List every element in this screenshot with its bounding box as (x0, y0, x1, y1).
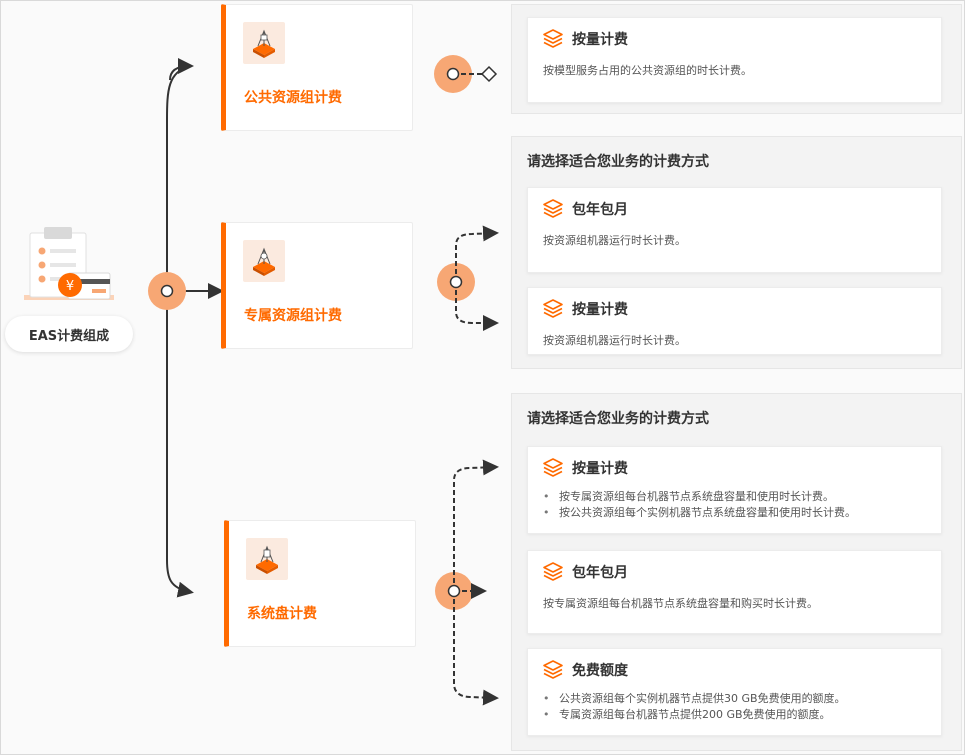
layers-icon (543, 199, 563, 218)
bullet-item: 按专属资源组每台机器节点系统盘容量和使用时长计费。 (543, 489, 856, 505)
arrow-top (169, 58, 194, 81)
options-panel-public: 按量计费 按模型服务占用的公共资源组的时长计费。 (511, 4, 962, 114)
billing-clipboard-icon: ¥ (22, 225, 117, 305)
option-card[interactable]: 免费额度 公共资源组每个实例机器节点提供30 GB免费使用的额度。 专属资源组每… (527, 648, 942, 736)
category-title: 系统盘计费 (247, 606, 317, 622)
category-card-dedicated[interactable]: 专属资源组计费 (221, 222, 413, 349)
resource-box-icon (246, 538, 288, 580)
option-title: 包年包月 (572, 202, 628, 218)
category-card-public[interactable]: 公共资源组计费 (221, 4, 413, 131)
option-bullets: 按专属资源组每台机器节点系统盘容量和使用时长计费。 按公共资源组每个实例机器节点… (543, 489, 856, 521)
layers-icon (543, 458, 563, 477)
options-panel-dedicated: 请选择适合您业务的计费方式 包年包月 按资源组机器运行时长计费。 按量计费 按资… (511, 136, 962, 369)
option-title: 按量计费 (572, 32, 628, 48)
category-title: 专属资源组计费 (244, 308, 342, 324)
resource-box-icon (243, 240, 285, 282)
svg-text:¥: ¥ (66, 279, 74, 294)
option-title: 按量计费 (572, 302, 628, 318)
bullet-item: 专属资源组每台机器节点提供200 GB免费使用的额度。 (543, 707, 846, 723)
category-title: 公共资源组计费 (244, 90, 342, 106)
trunk-line (166, 65, 194, 598)
option-desc: 按模型服务占用的公共资源组的时长计费。 (543, 64, 752, 77)
layers-icon (543, 29, 563, 48)
option-desc: 按资源组机器运行时长计费。 (543, 234, 686, 247)
panel-header: 请选择适合您业务的计费方式 (527, 411, 709, 427)
option-bullets: 公共资源组每个实例机器节点提供30 GB免费使用的额度。 专属资源组每台机器节点… (543, 691, 846, 723)
layers-icon (543, 299, 563, 318)
layers-icon (543, 660, 563, 679)
options-panel-disk: 请选择适合您业务的计费方式 按量计费 按专属资源组每台机器节点系统盘容量和使用时… (511, 393, 962, 751)
diamond-end (480, 65, 498, 83)
option-card[interactable]: 按量计费 按专属资源组每台机器节点系统盘容量和使用时长计费。 按公共资源组每个实… (527, 446, 942, 534)
resource-box-icon (243, 22, 285, 64)
option-title: 包年包月 (572, 565, 628, 581)
option-title: 按量计费 (572, 461, 628, 477)
root-label: EAS计费组成 (5, 316, 133, 352)
option-card[interactable]: 包年包月 按资源组机器运行时长计费。 (527, 187, 942, 273)
option-desc: 按资源组机器运行时长计费。 (543, 334, 686, 347)
panel-header: 请选择适合您业务的计费方式 (527, 154, 709, 170)
layers-icon (543, 562, 563, 581)
option-desc: 按专属资源组每台机器节点系统盘容量和购买时长计费。 (543, 597, 818, 610)
category-card-disk[interactable]: 系统盘计费 (224, 520, 416, 647)
option-card[interactable]: 包年包月 按专属资源组每台机器节点系统盘容量和购买时长计费。 (527, 550, 942, 634)
option-title: 免费额度 (572, 663, 628, 679)
bullet-item: 公共资源组每个实例机器节点提供30 GB免费使用的额度。 (543, 691, 846, 707)
option-card[interactable]: 按量计费 按模型服务占用的公共资源组的时长计费。 (527, 17, 942, 103)
bullet-item: 按公共资源组每个实例机器节点系统盘容量和使用时长计费。 (543, 505, 856, 521)
option-card[interactable]: 按量计费 按资源组机器运行时长计费。 (527, 287, 942, 355)
